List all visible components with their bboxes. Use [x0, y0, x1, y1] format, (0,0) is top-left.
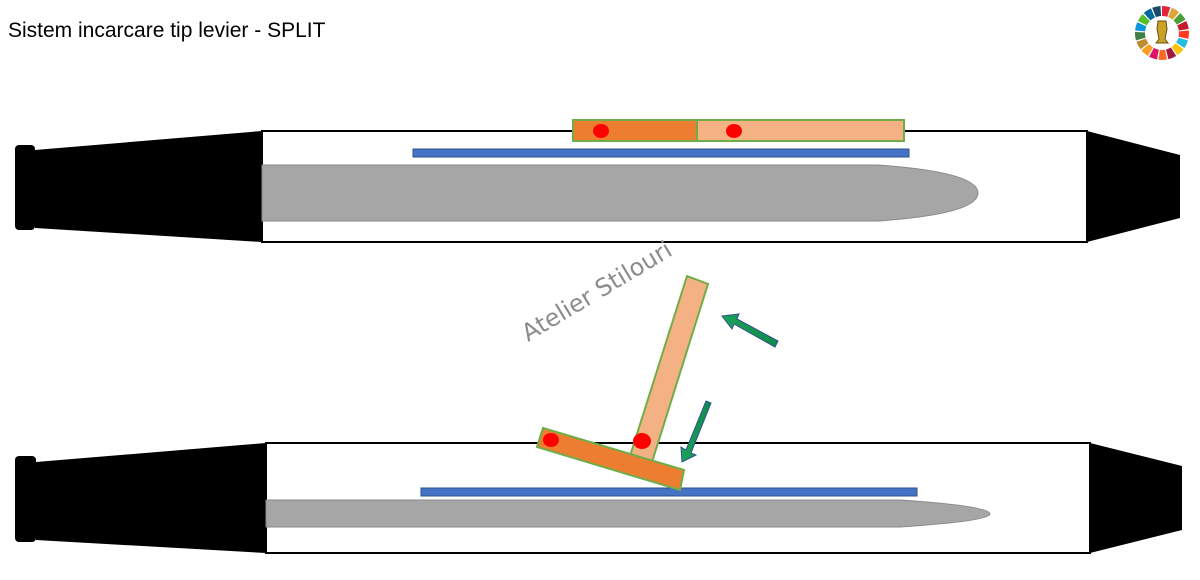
logo-segment	[1152, 6, 1162, 18]
pen-barrel	[265, 442, 1091, 554]
lever-dark-segment	[535, 426, 686, 492]
logo-segment	[1135, 22, 1147, 32]
page-title: Sistem incarcare tip levier - SPLIT	[8, 19, 326, 42]
pen-tip	[1087, 131, 1180, 242]
pressure-bar	[420, 487, 918, 497]
logo-segment	[1149, 47, 1159, 60]
watermark: Atelier Stilouri	[517, 235, 677, 347]
logo-segment	[1162, 5, 1171, 17]
lever-dark-segment	[572, 119, 698, 142]
cap-end	[15, 456, 36, 542]
pen-tip	[1090, 443, 1182, 553]
logo-segment	[1178, 30, 1189, 39]
logo-segment	[1158, 49, 1167, 61]
arrow-icon	[721, 313, 779, 348]
pivot-point	[543, 433, 559, 447]
logo-segment	[1136, 38, 1149, 50]
pen-closed	[15, 119, 1180, 243]
ink-refill	[265, 499, 991, 528]
ink-refill	[261, 164, 979, 222]
pen-open	[15, 274, 1182, 554]
pen-cap	[36, 443, 266, 553]
logo-segment	[1176, 37, 1188, 49]
logo-segment	[1143, 8, 1155, 21]
logo-segment	[1168, 7, 1180, 20]
logo-segment	[1141, 44, 1154, 56]
pivot-point	[633, 433, 651, 449]
logo-segment	[1166, 47, 1177, 60]
lever-light-segment	[696, 119, 905, 142]
pivot-point	[726, 124, 742, 138]
pivot-point	[593, 124, 609, 138]
logo-segment	[1177, 21, 1189, 31]
logo-segment	[1137, 14, 1150, 26]
logo-segment	[1134, 32, 1146, 41]
pen-cap	[35, 131, 262, 242]
arrow-icon	[680, 400, 712, 463]
cap-end	[15, 145, 35, 230]
pressure-bar	[412, 148, 910, 158]
logo-segment	[1171, 43, 1184, 56]
sdg-wheel-logo	[1134, 5, 1189, 61]
logo-segment	[1173, 13, 1186, 25]
